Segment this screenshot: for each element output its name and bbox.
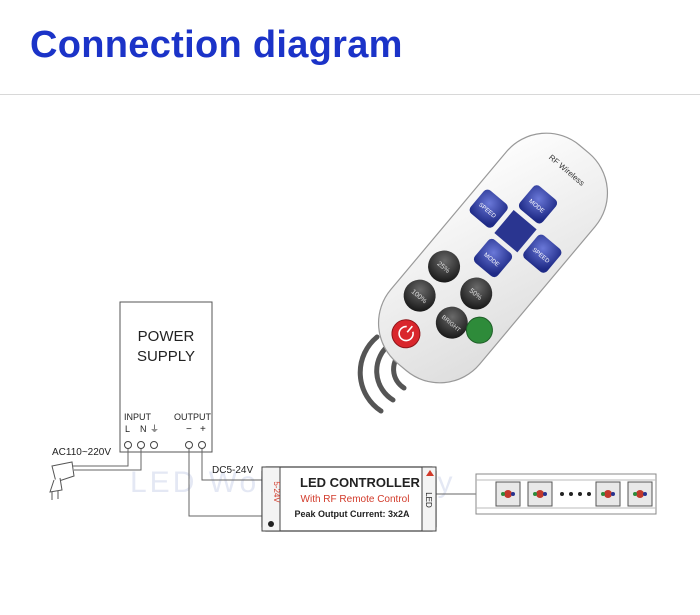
terminal-n (137, 441, 145, 449)
controller-subtitle: With RF Remote Control (301, 494, 410, 505)
power-supply: POWER SUPPLY INPUT OUTPUT L N ⏚ − + (119, 301, 213, 453)
rf-remote: RF Wireless MODE MODE SPEED SPEED (377, 132, 609, 384)
terminal-ground (150, 441, 158, 449)
remote-green-button[interactable] (461, 312, 498, 349)
terminal-n-label: N (140, 424, 147, 434)
output-label: OUTPUT (174, 412, 212, 422)
ellipsis-dots-icon (560, 492, 591, 496)
terminal-plus (198, 441, 206, 449)
power-supply-title-1: POWER (138, 328, 195, 345)
led-chip-1 (495, 481, 521, 507)
remote-speed-down-button[interactable]: SPEED (521, 233, 563, 275)
remote-100-button[interactable]: 100% (397, 273, 442, 318)
led-controller: LED CONTROLLER With RF Remote Control Pe… (261, 466, 437, 532)
remote-50-button[interactable]: 50% (454, 271, 499, 316)
power-plug-icon (49, 461, 75, 500)
remote-power-button[interactable] (386, 314, 425, 353)
controller-title: LED CONTROLLER (300, 475, 420, 490)
input-label: INPUT (124, 412, 152, 422)
led-strip (475, 473, 657, 515)
ac-input-label: AC110~220V (52, 447, 111, 458)
power-icon (398, 325, 414, 342)
dc-output-label: DC5-24V (212, 465, 253, 476)
wires (72, 449, 476, 517)
remote-mode-up-button[interactable]: MODE (517, 183, 559, 225)
terminal-l (124, 441, 132, 449)
led-chip-3 (595, 481, 621, 507)
controller-led-label: LED (424, 492, 433, 508)
dpad-center (494, 210, 537, 253)
power-supply-title-2: SUPPLY (137, 348, 195, 365)
led-chip-4 (627, 481, 653, 507)
ground-icon: ⏚ (150, 424, 159, 434)
title-divider (0, 94, 700, 95)
controller-peak-current: Peak Output Current: 3x2A (294, 509, 410, 519)
controller-voltage-label: 5-24V (272, 481, 281, 503)
remote-speed-up-button[interactable]: SPEED (468, 188, 510, 230)
terminal-l-label: L (125, 424, 130, 434)
remote-mode-down-button[interactable]: MODE (472, 237, 514, 279)
terminal-minus-label: − (186, 424, 192, 435)
page-title: Connection diagram (30, 24, 403, 66)
terminal-minus (185, 441, 193, 449)
remote-bright-button[interactable]: BRIGHT (429, 300, 474, 345)
led-chip-2 (527, 481, 553, 507)
warning-triangle-icon (426, 470, 434, 476)
terminal-plus-label: + (200, 424, 206, 435)
polarity-dot-icon (268, 521, 274, 527)
remote-25-button[interactable]: 25% (422, 244, 467, 289)
